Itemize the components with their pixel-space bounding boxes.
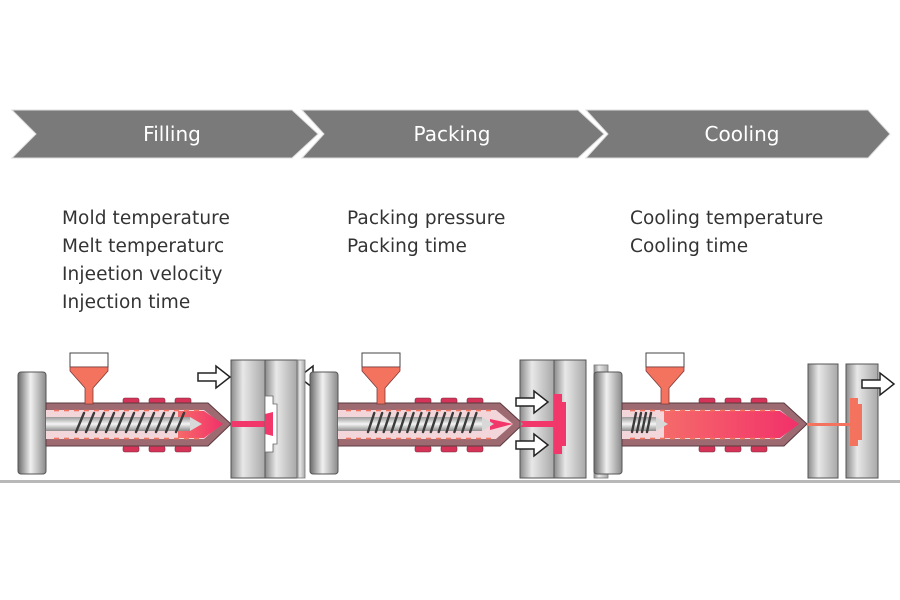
chevron-label-packing: Packing: [414, 122, 491, 146]
screw-flight: [453, 411, 462, 434]
runner: [231, 421, 265, 427]
chevron-packing: Packing: [300, 109, 605, 159]
screw-tip: [482, 417, 494, 431]
screw-flight: [74, 411, 86, 434]
param-item: Injection time: [62, 292, 191, 313]
hopper: [645, 366, 685, 405]
screw-flight: [398, 411, 407, 434]
mold-plate-fixed: [230, 359, 266, 479]
chevron-label-filling: Filling: [143, 122, 201, 146]
molded-part: [850, 398, 862, 446]
machine-cooling: [593, 352, 896, 479]
runner: [807, 423, 852, 426]
packing-parameters: Packing pressure Packing time: [347, 205, 506, 261]
arrow-push-upper-icon: [515, 389, 550, 415]
platen-edge: [296, 359, 306, 479]
hopper: [361, 366, 401, 405]
screw-tip: [190, 417, 202, 431]
heater-band: [724, 445, 742, 453]
param-item: Cooling temperature: [630, 208, 824, 229]
runner: [520, 421, 554, 427]
screw-flight: [468, 411, 478, 434]
screw-flight: [382, 411, 392, 434]
param-item: Cooling time: [630, 236, 749, 257]
hopper-top: [361, 352, 401, 368]
back-plate: [17, 371, 47, 475]
screw-flight: [390, 411, 400, 434]
screw-tip: [656, 417, 668, 431]
screw-flight: [174, 411, 186, 434]
screw-flight: [94, 411, 106, 434]
heater-band: [174, 445, 192, 453]
screw-flight: [124, 411, 136, 434]
screw-flight: [429, 411, 439, 434]
param-item: Injeetion velocity: [62, 264, 223, 285]
screw-flight: [84, 411, 96, 434]
arrow-clamp-left-icon: [197, 364, 232, 390]
melt-front: [265, 412, 273, 436]
machine-filling: [17, 352, 332, 479]
mold-plate-fixed: [807, 363, 839, 479]
param-item: Melt temperaturc: [62, 236, 225, 257]
screw-flight: [630, 411, 638, 434]
filling-parameters: Mold temperature Melt temperaturc Injeet…: [62, 205, 230, 317]
param-item: Packing pressure: [347, 208, 506, 229]
screw-flight: [366, 411, 376, 434]
screw-flight: [421, 411, 431, 434]
param-item: Mold temperature: [62, 208, 230, 229]
hopper-top: [645, 352, 685, 368]
screw-flight: [154, 411, 166, 434]
screw-flight: [635, 411, 643, 434]
screw-flight: [413, 411, 423, 434]
heater-band: [122, 445, 140, 453]
screw-flight: [104, 411, 116, 434]
heater-band: [414, 445, 432, 453]
machine-packing: [309, 352, 609, 479]
screw-flight: [406, 411, 415, 434]
floor-line: [0, 480, 900, 483]
screw-flight: [114, 411, 126, 434]
mold-plate-fixed: [519, 359, 555, 479]
screw-flight: [144, 411, 156, 434]
heater-band: [440, 445, 458, 453]
arrow-push-lower-icon: [515, 432, 550, 458]
screw-flight: [437, 411, 447, 434]
process-chevron-bar: Filling Packing Cooling: [10, 109, 891, 159]
heater-band: [148, 445, 166, 453]
machines: [17, 352, 896, 479]
heater-band: [750, 445, 768, 453]
hopper: [69, 366, 109, 405]
back-plate: [309, 371, 339, 475]
chevron-cooling: Cooling: [584, 109, 891, 159]
screw-flight: [374, 411, 384, 434]
chevron-label-cooling: Cooling: [705, 122, 780, 146]
melt: [490, 419, 513, 430]
molded-part: [554, 394, 566, 454]
hopper-top: [69, 352, 109, 368]
screw-flight: [134, 411, 146, 434]
screw-flight: [461, 411, 470, 434]
chevron-filling: Filling: [10, 109, 319, 159]
arrow-eject-icon: [861, 371, 896, 397]
param-item: Packing time: [347, 236, 468, 257]
heater-band: [698, 445, 716, 453]
screw-flight: [645, 411, 653, 434]
screw-flight: [640, 411, 648, 434]
screw-flight: [164, 411, 176, 434]
heater-band: [466, 445, 484, 453]
cooling-parameters: Cooling temperature Cooling time: [630, 205, 823, 261]
back-plate: [593, 371, 623, 475]
screw-flight: [445, 411, 455, 434]
melt: [664, 411, 799, 438]
